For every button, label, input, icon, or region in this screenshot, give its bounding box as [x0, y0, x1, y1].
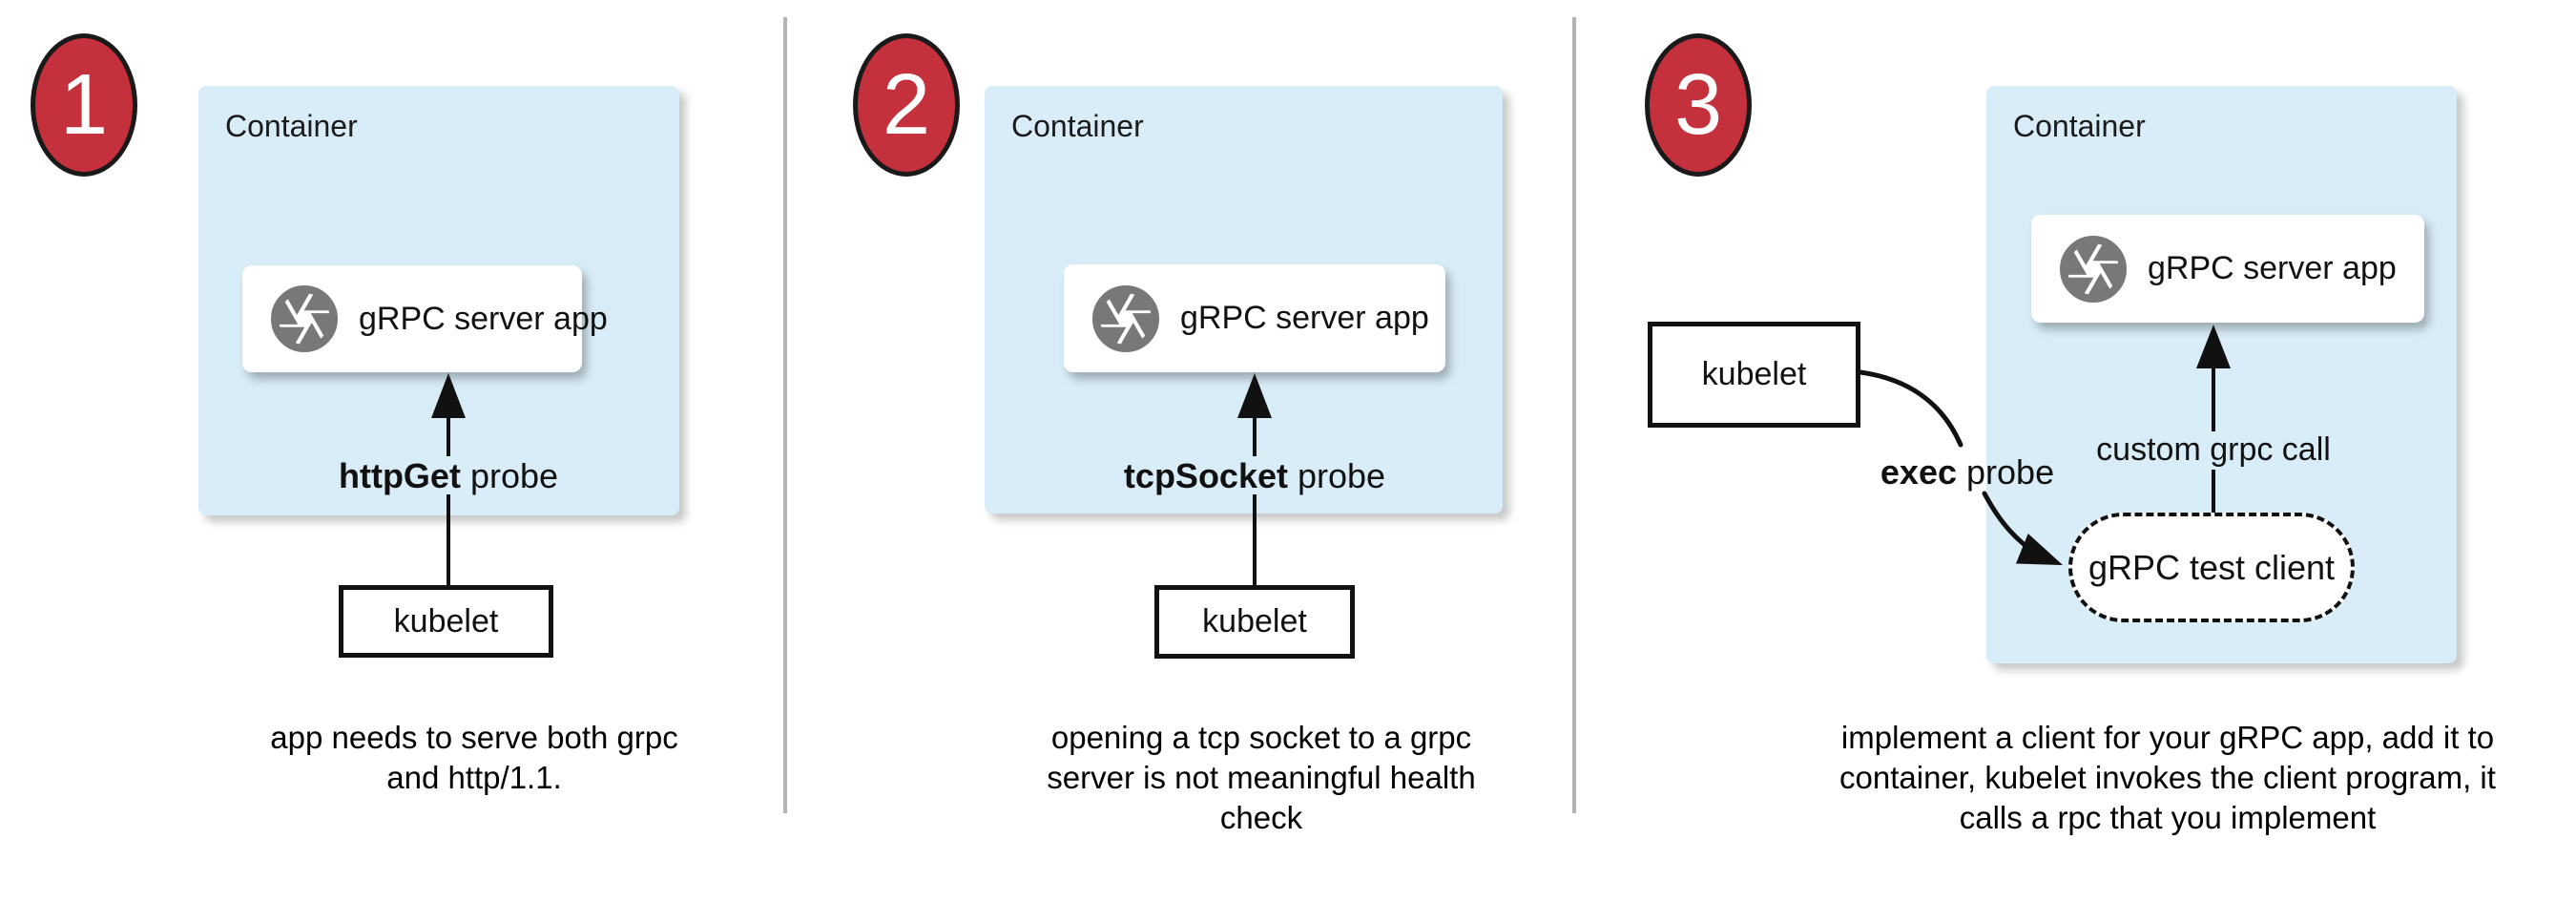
grpc-server-app-box-1: gRPC server app [242, 265, 608, 372]
kubelet-label: kubelet [393, 602, 499, 640]
grpc-test-client-box: gRPC test client [2068, 513, 2355, 622]
container-label-2: Container [1011, 109, 1144, 143]
probe-label-2: tcpSocket probe [1124, 456, 1385, 496]
step-number: 1 [59, 57, 109, 153]
probe-word: probe [1957, 452, 2055, 492]
grpc-aperture-icon [1092, 284, 1159, 352]
panel-divider-2 [1572, 17, 1576, 813]
step-badge-3: 3 [1645, 33, 1752, 177]
probe-word: probe [460, 456, 559, 495]
grpc-server-app-label: gRPC server app [1180, 300, 1429, 336]
grpc-server-app-box-3: gRPC server app [2031, 215, 2424, 323]
probe-word: probe [1287, 456, 1386, 495]
container-label-3: Container [2013, 109, 2146, 143]
step-number: 2 [882, 57, 931, 153]
caption-3: implement a client for your gRPC app, ad… [1839, 720, 2496, 835]
grpc-test-client-label: gRPC test client [2088, 547, 2336, 587]
probe-type: httpGet [338, 456, 461, 495]
panel-divider-1 [783, 17, 787, 813]
probe-type: tcpSocket [1123, 456, 1288, 495]
container-label-1: Container [225, 109, 358, 143]
grpc-aperture-icon [2060, 235, 2127, 303]
grpc-server-app-label: gRPC server app [2148, 250, 2397, 286]
probe-type: exec [1880, 452, 1958, 492]
grpc-server-app-label: gRPC server app [359, 300, 608, 337]
grpc-server-app-box-2: gRPC server app [1064, 264, 1445, 372]
step-number: 3 [1673, 57, 1723, 153]
kubelet-box-2: kubelet [1154, 585, 1355, 659]
probe-label-1: httpGet probe [339, 456, 558, 496]
grpc-aperture-icon [271, 285, 338, 352]
step-badge-1: 1 [31, 33, 137, 177]
custom-grpc-call-label: custom grpc call [2096, 431, 2331, 468]
kubelet-label: kubelet [1202, 603, 1307, 640]
step-badge-2: 2 [853, 33, 960, 177]
kubelet-box-3: kubelet [1648, 322, 1860, 428]
kubelet-label: kubelet [1701, 356, 1807, 392]
kubelet-box-1: kubelet [339, 585, 553, 658]
caption-1: app needs to serve both grpc and http/1.… [270, 720, 678, 795]
probe-label-3: exec probe [1880, 452, 2054, 493]
caption-2: opening a tcp socket to a grpc server is… [1047, 720, 1476, 835]
